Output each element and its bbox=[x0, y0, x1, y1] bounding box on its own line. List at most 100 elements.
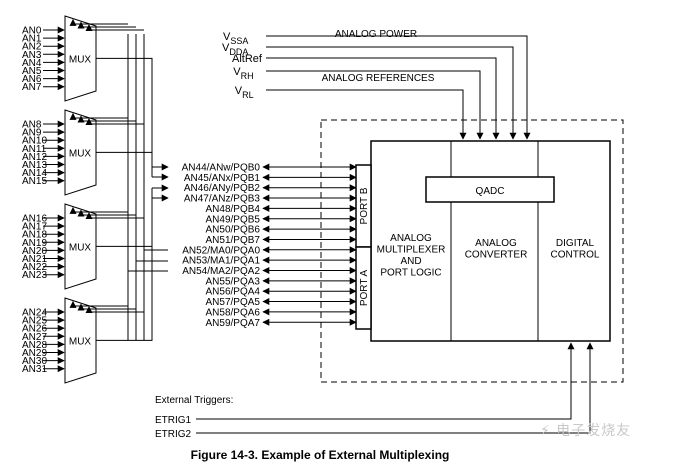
pin-label-6: AN50/PQB6 bbox=[206, 225, 261, 236]
input-label-an1: AN1 bbox=[22, 34, 42, 45]
input-label-an31: AN31 bbox=[22, 364, 47, 375]
converter-label: CONVERTER bbox=[465, 250, 528, 261]
pin-label-2: AN46/ANy/PQB2 bbox=[184, 183, 261, 194]
supply-label-2: AltRef bbox=[232, 53, 263, 65]
watermark: ⚡ 电子发烧友 bbox=[540, 423, 632, 439]
mux-section: AN0AN1AN2AN3AN4AN5AN6AN7MUXAN8AN9AN10AN1… bbox=[22, 15, 169, 384]
input-label-an8: AN8 bbox=[22, 120, 42, 131]
qadc-label: QADC bbox=[476, 186, 505, 197]
input-label-an27: AN27 bbox=[22, 332, 47, 343]
input-label-an10: AN10 bbox=[22, 136, 47, 147]
pin-label-15: AN59/PQA7 bbox=[206, 318, 261, 329]
pin-label-7: AN51/PQB7 bbox=[206, 235, 261, 246]
mux-logic-label: ANALOG bbox=[390, 233, 432, 244]
supply-line-0 bbox=[266, 35, 531, 140]
mux-logic-label: AND bbox=[400, 256, 421, 267]
input-label-an4: AN4 bbox=[22, 58, 42, 69]
core-block bbox=[370, 140, 611, 342]
mux-logic-label: PORT LOGIC bbox=[380, 268, 441, 279]
select-line bbox=[85, 118, 144, 126]
pin-label-13: AN57/PQA5 bbox=[206, 297, 261, 308]
pin-label-3: AN47/ANz/PQB3 bbox=[184, 194, 261, 205]
input-label-an0: AN0 bbox=[22, 26, 42, 37]
input-label-an5: AN5 bbox=[22, 66, 42, 77]
input-label-an26: AN26 bbox=[22, 324, 47, 335]
supply-line-1 bbox=[266, 46, 517, 140]
pin-section: AN44/ANw/PQB0AN45/ANx/PQB1AN46/ANy/PQB2A… bbox=[182, 163, 357, 329]
input-label-an19: AN19 bbox=[22, 238, 47, 249]
control-label: DIGITAL bbox=[556, 238, 595, 249]
port-b-label: PORT B bbox=[359, 187, 370, 224]
mux-label: MUX bbox=[69, 336, 92, 347]
input-label-an15: AN15 bbox=[22, 176, 47, 187]
select-line bbox=[77, 115, 136, 123]
select-line bbox=[69, 112, 128, 120]
select-line bbox=[69, 300, 128, 308]
pin-label-4: AN48/PQB4 bbox=[206, 204, 261, 215]
mux-block bbox=[64, 109, 97, 196]
pin-label-8: AN52/MA0/PQA0 bbox=[182, 245, 260, 256]
input-label-an16: AN16 bbox=[22, 214, 47, 225]
mux-label: MUX bbox=[69, 148, 92, 159]
triggers-heading: External Triggers: bbox=[155, 395, 233, 406]
input-label-an7: AN7 bbox=[22, 82, 42, 93]
select-line bbox=[85, 24, 144, 32]
input-label-an14: AN14 bbox=[22, 168, 47, 179]
supply-label-0: VSSA bbox=[223, 31, 248, 46]
trigger-line-etrig2 bbox=[196, 342, 594, 434]
supply-line-3 bbox=[266, 70, 484, 140]
input-label-an13: AN13 bbox=[22, 160, 47, 171]
mux-output-line bbox=[96, 57, 169, 171]
mux-label: MUX bbox=[69, 242, 92, 253]
select-line bbox=[69, 206, 128, 214]
input-label-an6: AN6 bbox=[22, 74, 42, 85]
module-boundary bbox=[320, 119, 624, 383]
trigger-line-etrig1 bbox=[196, 342, 575, 420]
pin-label-14: AN58/PQA6 bbox=[206, 307, 261, 318]
pin-label-0: AN44/ANw/PQB0 bbox=[182, 163, 261, 174]
supply-label-4: VRL bbox=[235, 85, 254, 100]
mux-block bbox=[64, 297, 97, 384]
supply-label-1: VDDA bbox=[222, 42, 248, 57]
input-label-an18: AN18 bbox=[22, 230, 47, 241]
supply-line-4 bbox=[266, 89, 467, 140]
select-line bbox=[85, 212, 144, 220]
input-label-an24: AN24 bbox=[22, 308, 47, 319]
select-line bbox=[85, 306, 144, 314]
figure-caption: Figure 14-3. Example of External Multipl… bbox=[191, 448, 450, 462]
mux-block bbox=[64, 203, 97, 290]
mux-block bbox=[64, 15, 97, 102]
port-a-block bbox=[355, 246, 372, 330]
qadc-block bbox=[425, 176, 555, 203]
input-label-an21: AN21 bbox=[22, 254, 47, 265]
mux-output-line bbox=[96, 198, 153, 341]
input-label-an28: AN28 bbox=[22, 340, 47, 351]
pin-label-11: AN55/PQA3 bbox=[206, 276, 261, 287]
select-line bbox=[69, 18, 128, 26]
analog-power-label: ANALOG POWER bbox=[335, 29, 417, 40]
input-label-an9: AN9 bbox=[22, 128, 42, 139]
input-label-an20: AN20 bbox=[22, 246, 47, 257]
pin-label-9: AN53/MA1/PQA1 bbox=[182, 256, 260, 267]
input-label-an29: AN29 bbox=[22, 348, 47, 359]
converter-label: ANALOG bbox=[475, 238, 517, 249]
supply-line-2 bbox=[266, 57, 500, 140]
mux-logic-label: MULTIPLEXER bbox=[377, 245, 446, 256]
input-label-an11: AN11 bbox=[22, 144, 47, 155]
input-label-an25: AN25 bbox=[22, 316, 47, 327]
input-label-an22: AN22 bbox=[22, 262, 47, 273]
control-label: CONTROL bbox=[551, 250, 600, 261]
input-label-an30: AN30 bbox=[22, 356, 47, 367]
input-label-an12: AN12 bbox=[22, 152, 47, 163]
pin-label-1: AN45/ANx/PQB1 bbox=[184, 173, 261, 184]
pin-label-5: AN49/PQB5 bbox=[206, 214, 261, 225]
pin-label-10: AN54/MA2/PQA2 bbox=[182, 266, 260, 277]
input-label-an23: AN23 bbox=[22, 270, 47, 281]
select-line bbox=[77, 21, 136, 29]
input-label-an3: AN3 bbox=[22, 50, 42, 61]
analog-references-label: ANALOG REFERENCES bbox=[322, 73, 435, 84]
